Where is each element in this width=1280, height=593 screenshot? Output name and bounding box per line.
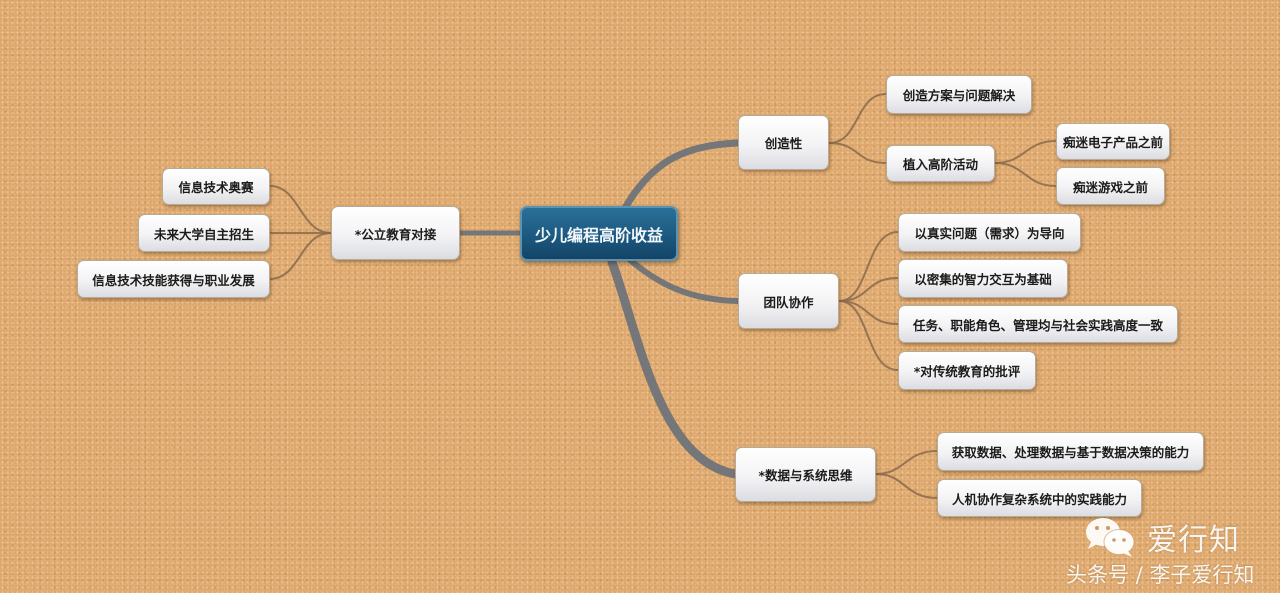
leaf-intellectual-interaction[interactable]: 以密集的智力交互为基础 (898, 259, 1068, 298)
branch-creativity-label: 创造性 (764, 136, 803, 151)
leaf-label: 信息技术技能获得与职业发展 (92, 272, 255, 288)
leaf-label: 任务、职能角色、管理均与社会实践高度一致 (912, 317, 1163, 333)
leaf-it-olympiad[interactable]: 信息技术奥赛 (162, 168, 270, 205)
leaf-human-machine[interactable]: 人机协作复杂系统中的实践能力 (937, 479, 1142, 517)
branch-teamwork[interactable]: 团队协作 (738, 273, 839, 329)
leaf-real-problems[interactable]: 以真实问题（需求）为导向 (898, 213, 1081, 252)
leaf-label: 痴迷电子产品之前 (1062, 135, 1163, 150)
watermark-title: 爱行知 (1147, 523, 1240, 558)
leaf-traditional-critique[interactable]: *对传统教育的批评 (898, 351, 1036, 390)
leaf-label: 信息技术奥赛 (178, 180, 254, 195)
branch-teamwork-label: 团队协作 (763, 294, 814, 310)
branch-public-education[interactable]: *公立教育对接 (331, 206, 460, 260)
leaf-label: 获取数据、处理数据与基于数据决策的能力 (951, 445, 1190, 460)
leaf-data-decision[interactable]: 获取数据、处理数据与基于数据决策的能力 (937, 432, 1204, 471)
watermark: 爱行知 (1083, 515, 1240, 559)
branch-public-education-label: *公立教育对接 (354, 226, 437, 242)
leaf-social-practice[interactable]: 任务、职能角色、管理均与社会实践高度一致 (898, 305, 1178, 343)
leaf-label: *对传统教育的批评 (913, 364, 1021, 379)
branch-data-systems-label: *数据与系统思维 (758, 468, 853, 483)
leaf-label: 创造方案与问题解决 (902, 88, 1016, 103)
leaf-label: 痴迷游戏之前 (1072, 179, 1148, 195)
root-node-label: 少儿编程高阶收益 (534, 225, 663, 245)
root-node[interactable]: 少儿编程高阶收益 (520, 206, 678, 261)
node-label: 植入高阶活动 (902, 157, 978, 172)
leaf-create-solutions[interactable]: 创造方案与问题解决 (886, 75, 1032, 114)
leaf-label: 人机协作复杂系统中的实践能力 (951, 491, 1127, 507)
leaf-label: 以密集的智力交互为基础 (914, 272, 1052, 287)
leaf-it-skills-career[interactable]: 信息技术技能获得与职业发展 (77, 260, 270, 298)
watermark-subtitle: 头条号 / 李子爱行知 (1066, 563, 1255, 587)
node-higher-order-activities[interactable]: 植入高阶活动 (886, 145, 995, 182)
branch-creativity[interactable]: 创造性 (738, 115, 829, 170)
leaf-label: 未来大学自主招生 (153, 226, 254, 242)
leaf-before-electronics[interactable]: 痴迷电子产品之前 (1056, 123, 1170, 160)
wechat-icon (1086, 518, 1135, 557)
leaf-before-games[interactable]: 痴迷游戏之前 (1056, 167, 1165, 205)
leaf-label: 以真实问题（需求）为导向 (914, 226, 1065, 241)
leaf-university-admission[interactable]: 未来大学自主招生 (138, 214, 270, 252)
branch-data-systems[interactable]: *数据与系统思维 (735, 447, 876, 502)
